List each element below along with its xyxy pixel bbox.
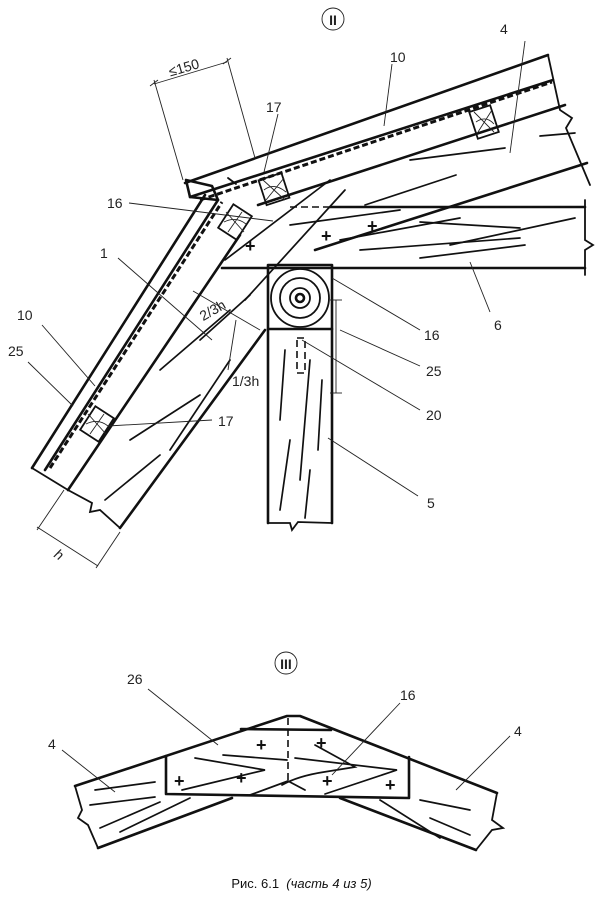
ridge-cap — [184, 177, 237, 202]
bolt-mark: + — [385, 775, 396, 795]
callouts-upper: 10 17 4 16 1 6 16 10 25 25 17 20 5 — [8, 21, 526, 511]
callout-26: 26 — [127, 671, 143, 687]
dimension-depth: 2/3h 1/3h — [192, 290, 261, 389]
rafter-left — [30, 179, 346, 530]
callout-25-left: 25 — [8, 343, 24, 359]
bolt-mark: + — [321, 226, 332, 246]
callout-6: 6 — [494, 317, 502, 333]
bolt-mark: + — [245, 236, 256, 256]
callout-5: 5 — [427, 495, 435, 511]
callout-16-left: 16 — [107, 195, 123, 211]
bolt-mark: + — [236, 768, 247, 788]
callout-20: 20 — [426, 407, 442, 423]
figure-number: Рис. 6.1 — [231, 876, 280, 891]
dimension-one-third-label: 1/3h — [232, 373, 259, 389]
callout-4: 4 — [500, 21, 508, 37]
post — [266, 263, 342, 532]
bolt-marks: + + + — [245, 216, 378, 256]
rafter-right — [183, 53, 591, 252]
bolt-mark: + — [316, 733, 327, 753]
ridge-joint: + + + + + + — [73, 714, 506, 852]
callout-4-left: 4 — [48, 736, 56, 752]
view-marker-iii-label: III — [280, 656, 292, 672]
figure-part: (часть 4 из 5) — [286, 876, 372, 891]
bolt-mark: + — [256, 735, 267, 755]
callout-10-left: 10 — [17, 307, 33, 323]
view-marker-ii-label: II — [329, 12, 337, 28]
dimension-h: h — [36, 489, 121, 569]
dimension-spacing: ≤150 — [149, 55, 256, 181]
dimension-spacing-label: ≤150 — [167, 55, 201, 79]
callout-16-right: 16 — [424, 327, 440, 343]
callout-10-top: 10 — [390, 49, 406, 65]
callout-1: 1 — [100, 245, 108, 261]
view-marker-iii: III — [274, 651, 298, 675]
callout-25-right: 25 — [426, 363, 442, 379]
bolt-mark: + — [367, 216, 378, 236]
callout-17-top: 17 — [266, 99, 282, 115]
callout-16-lower: 16 — [400, 687, 416, 703]
bolt-mark: + — [322, 771, 333, 791]
callouts-lower: 26 16 4 4 — [48, 671, 522, 793]
callout-17-bottom: 17 — [218, 413, 234, 429]
dimension-h-label: h — [51, 546, 66, 564]
view-marker-ii: II — [321, 7, 345, 31]
tie-beam — [220, 199, 595, 276]
callout-4-right: 4 — [514, 723, 522, 739]
figure-caption: Рис. 6.1 (часть 4 из 5) — [0, 876, 603, 891]
bolt-mark: + — [174, 771, 185, 791]
